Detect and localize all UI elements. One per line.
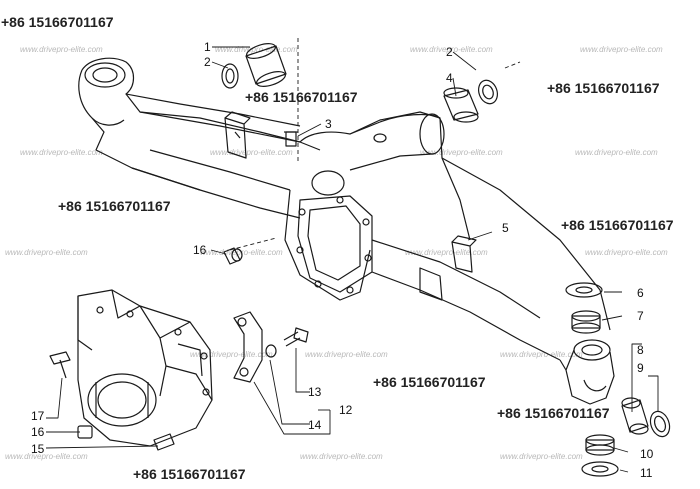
bolt-13 [283, 327, 309, 347]
phone-label: +86 15166701167 [245, 89, 358, 105]
axle-housing [78, 57, 615, 405]
watermark: www.drivepro-elite.com [20, 148, 103, 157]
phone-label: +86 15166701167 [133, 466, 246, 482]
seal-ring-2 [221, 63, 239, 89]
callout-7: 7 [637, 309, 644, 323]
phone-label: +86 15166701167 [1, 14, 114, 30]
callout-4: 4 [446, 71, 453, 85]
bushing-10 [585, 434, 615, 456]
watermark: www.drivepro-elite.com [580, 45, 663, 54]
bushing-8 [621, 397, 649, 435]
callout-16: 16 [193, 243, 207, 257]
callout-14: 14 [308, 418, 322, 432]
phone-label: +86 15166701167 [497, 405, 610, 421]
callout-16-lower: 16 [31, 425, 45, 439]
callout-8: 8 [637, 343, 644, 357]
watermark: www.drivepro-elite.com [305, 350, 388, 359]
drain-plug-16 [223, 247, 243, 265]
callout-6: 6 [637, 286, 644, 300]
watermark: www.drivepro-elite.com [20, 45, 103, 54]
watermark: www.drivepro-elite.com [190, 350, 273, 359]
callout-17: 17 [31, 409, 45, 423]
watermark: www.drivepro-elite.com [210, 148, 293, 157]
watermark: www.drivepro-elite.com [420, 148, 503, 157]
bushing-1 [245, 43, 287, 87]
dowel-14 [265, 344, 277, 358]
watermark: www.drivepro-elite.com [5, 452, 88, 461]
callout-15: 15 [31, 442, 45, 456]
differential-carrier [77, 289, 213, 447]
phone-label: +86 15166701167 [58, 198, 171, 214]
callout-13: 13 [308, 385, 322, 399]
right-seal-ring-2 [477, 79, 499, 105]
callout-1: 1 [204, 40, 211, 54]
right-bushing-4 [443, 87, 479, 123]
washer-11 [581, 461, 619, 477]
watermark: www.drivepro-elite.com [215, 45, 298, 54]
callout-12: 12 [339, 403, 353, 417]
watermark: www.drivepro-elite.com [500, 452, 583, 461]
phone-label: +86 15166701167 [373, 374, 486, 390]
callout-5: 5 [502, 221, 509, 235]
watermark: www.drivepro-elite.com [300, 452, 383, 461]
callout-10: 10 [640, 447, 654, 461]
bolt-17 [49, 351, 71, 379]
callout-3: 3 [325, 117, 332, 131]
callout-labels: 1 2 3 2 4 5 16 6 7 8 9 10 11 12 13 14 15… [31, 40, 654, 480]
washer-6 [565, 282, 603, 298]
watermark: www.drivepro-elite.com [5, 248, 88, 257]
watermark: www.drivepro-elite.com [575, 148, 658, 157]
watermark: www.drivepro-elite.com [585, 248, 668, 257]
bearing-cap-12 [233, 311, 263, 383]
watermark: www.drivepro-elite.com [410, 45, 493, 54]
bushing-7 [571, 310, 601, 334]
phone-label: +86 15166701167 [547, 80, 660, 96]
callout-2: 2 [204, 55, 211, 69]
watermark: www.drivepro-elite.com [405, 248, 488, 257]
pin-15 [153, 433, 175, 451]
seal-ring-9 [649, 410, 671, 438]
plug-16-lower [77, 425, 93, 439]
callout-2-right: 2 [446, 45, 453, 59]
watermark: www.drivepro-elite.com [500, 350, 583, 359]
phone-label: +86 15166701167 [561, 217, 674, 233]
callout-11: 11 [640, 466, 653, 480]
callout-leaders [45, 38, 659, 473]
callout-9: 9 [637, 361, 644, 375]
breather-plug-3 [284, 131, 298, 147]
